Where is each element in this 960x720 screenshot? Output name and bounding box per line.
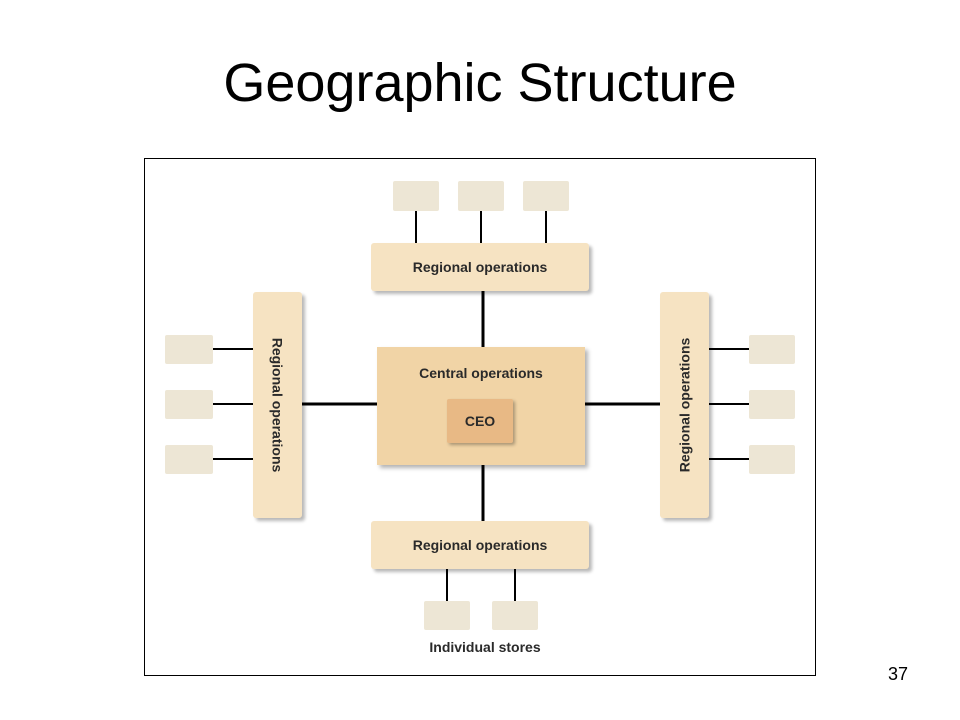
regional-operations-bottom: Regional operations bbox=[371, 521, 589, 569]
regional-operations-left-label: Regional operations bbox=[269, 337, 286, 473]
unit-box-top-3 bbox=[523, 181, 569, 211]
page-number: 37 bbox=[887, 664, 908, 684]
unit-box-right-1 bbox=[749, 335, 795, 364]
regional-operations-top-label: Regional operations bbox=[412, 259, 548, 275]
slide-title: Geographic Structure bbox=[223, 53, 737, 113]
unit-box-right-3 bbox=[749, 445, 795, 474]
unit-box-top-2 bbox=[458, 181, 504, 211]
regional-operations-right-label: Regional operations bbox=[676, 337, 693, 473]
org-chart-diagram: Regional operations Regional operations … bbox=[144, 158, 816, 676]
unit-box-left-2 bbox=[165, 390, 213, 419]
individual-stores-label: Individual stores bbox=[429, 639, 541, 655]
connector-lines bbox=[213, 211, 749, 601]
ceo-box: CEO bbox=[447, 399, 513, 443]
ceo-label: CEO bbox=[464, 413, 496, 429]
store-box-1 bbox=[424, 601, 470, 630]
unit-box-top-1 bbox=[393, 181, 439, 211]
unit-box-right-2 bbox=[749, 390, 795, 419]
unit-box-left-1 bbox=[165, 335, 213, 364]
unit-box-left-3 bbox=[165, 445, 213, 474]
central-operations-label: Central operations bbox=[419, 365, 543, 381]
regional-operations-right: Regional operations bbox=[660, 292, 709, 518]
regional-operations-left: Regional operations bbox=[253, 292, 302, 518]
store-box-2 bbox=[492, 601, 538, 630]
regional-operations-top: Regional operations bbox=[371, 243, 589, 291]
regional-operations-bottom-label: Regional operations bbox=[412, 537, 548, 553]
